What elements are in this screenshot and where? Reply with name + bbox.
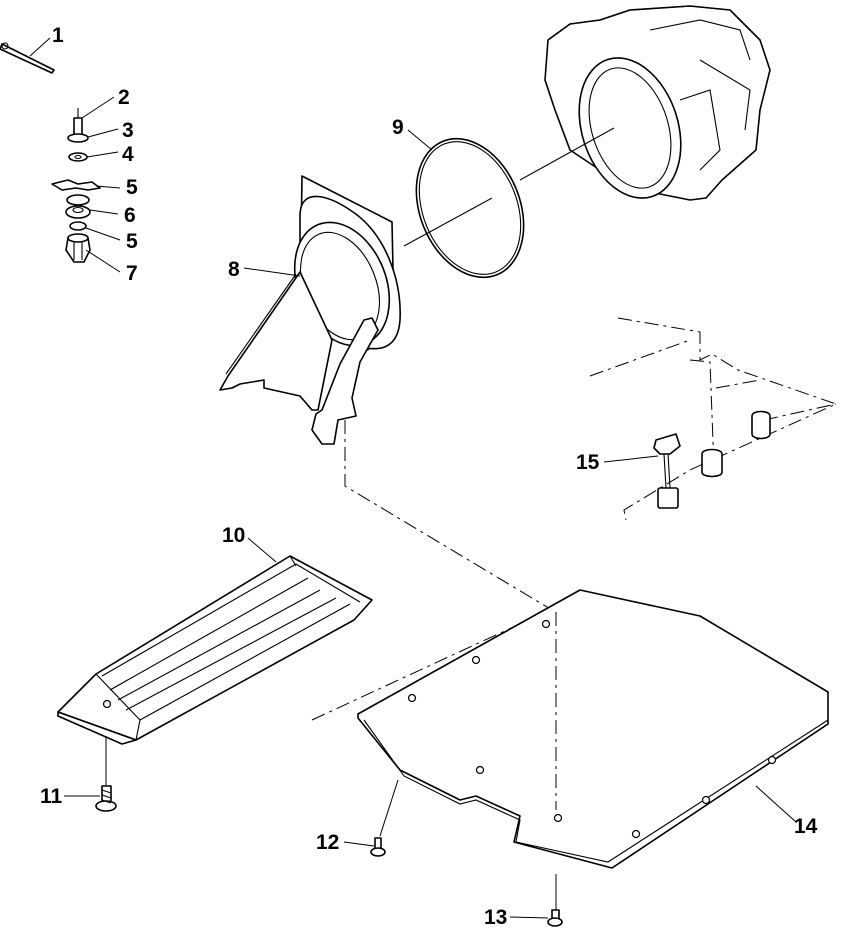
axis-line-middle	[403, 197, 493, 247]
part-12-screw	[370, 837, 386, 857]
part-10-ride-pad	[57, 555, 373, 745]
callout-8: 8	[228, 258, 240, 281]
axis-line-upper	[519, 127, 615, 181]
callout-15: 15	[576, 451, 600, 474]
part-15-sensor	[653, 433, 681, 509]
callout-9: 9	[392, 116, 404, 139]
pump-housing	[544, 5, 771, 201]
callout-10: 10	[222, 524, 245, 547]
callout-5-lower: 5	[126, 230, 138, 253]
callout-2: 2	[118, 86, 130, 109]
callout-6: 6	[124, 204, 136, 227]
part-14-base-plate	[357, 589, 829, 869]
callout-4: 4	[122, 143, 134, 166]
axis-fastener-12	[379, 779, 399, 837]
dash-bracket-to-pad	[344, 420, 553, 611]
leader-lines	[29, 37, 797, 919]
part-7-nut	[65, 233, 91, 263]
callout-1: 1	[52, 24, 64, 47]
part-3-washer	[67, 133, 89, 143]
part-1-cable-tie	[0, 42, 55, 74]
callout-7: 7	[126, 262, 138, 285]
callout-5-upper: 5	[126, 176, 138, 199]
callout-13: 13	[484, 906, 507, 929]
callout-labels: 1 2 3 4 5 6 5 7 8 9 10 11 12 13 14 15	[40, 24, 818, 929]
callout-14: 14	[794, 815, 818, 838]
callout-11: 11	[40, 785, 63, 808]
part-6-grommet	[65, 194, 91, 219]
callout-12: 12	[316, 831, 339, 854]
part-13-screw	[547, 909, 563, 927]
part-5-spring-washer-upper	[51, 179, 101, 191]
part-8-adapter-plate	[219, 175, 401, 445]
part-4-washer	[68, 152, 88, 162]
hull-outline-dashed	[589, 317, 838, 521]
part-11-screw	[95, 785, 117, 812]
part-9-o-ring	[415, 137, 525, 279]
callout-3: 3	[122, 119, 134, 142]
part-5-washer-lower	[69, 221, 87, 231]
